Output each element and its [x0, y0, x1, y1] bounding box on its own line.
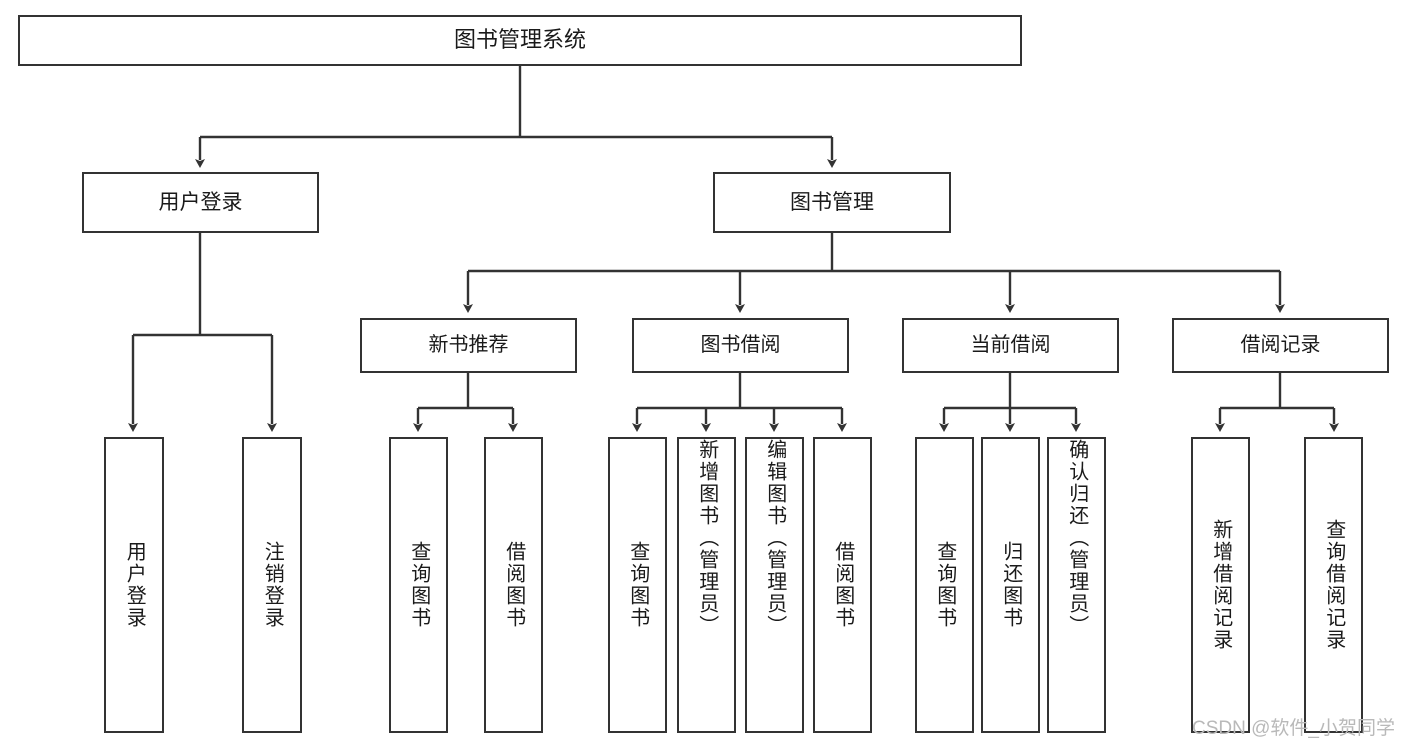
leaf-borrow-add-book-admin[interactable]: 新增图书（管理员）	[677, 437, 736, 733]
leaf-current-query-book[interactable]: 查询图书	[915, 437, 974, 733]
node-label: 查询图书	[407, 541, 430, 629]
node-label: 图书管理	[790, 190, 874, 214]
node-label: 借阅图书	[831, 541, 854, 629]
csdn-watermark: CSDN @软件_小贺同学	[1192, 718, 1395, 739]
node-label: 用户登录	[158, 190, 243, 214]
node-label: 图书管理系统	[453, 27, 586, 53]
node-label: 新书推荐	[428, 334, 509, 357]
node-label: 查询借阅记录	[1322, 519, 1345, 651]
node-label: 借阅记录	[1240, 334, 1321, 357]
leaf-current-confirm-return-admin[interactable]: 确认归还（管理员）	[1047, 437, 1106, 733]
leaf-borrow-edit-book-admin[interactable]: 编辑图书（管理员）	[745, 437, 804, 733]
node-label: 确认归还（管理员）	[1065, 439, 1088, 637]
node-label: 查询图书	[626, 541, 649, 629]
node-label: 归还图书	[999, 541, 1022, 629]
node-book-borrow[interactable]: 图书借阅	[632, 318, 849, 373]
node-label: 编辑图书（管理员）	[763, 439, 786, 637]
node-current-borrow[interactable]: 当前借阅	[902, 318, 1119, 373]
leaf-borrow-query-book[interactable]: 查询图书	[608, 437, 667, 733]
node-label: 图书借阅	[700, 334, 781, 357]
node-label: 查询图书	[933, 541, 956, 629]
leaf-record-add-record[interactable]: 新增借阅记录	[1191, 437, 1250, 733]
node-borrow-record[interactable]: 借阅记录	[1172, 318, 1389, 373]
leaf-borrow-borrow-book[interactable]: 借阅图书	[813, 437, 872, 733]
node-label: 借阅图书	[502, 541, 525, 629]
node-new-book-recommend[interactable]: 新书推荐	[360, 318, 577, 373]
node-user-login[interactable]: 用户登录	[82, 172, 319, 233]
node-label: 当前借阅	[970, 334, 1051, 357]
node-label: 用户登录	[123, 541, 146, 629]
leaf-user-login-signin[interactable]: 用户登录	[104, 437, 164, 733]
leaf-current-return-book[interactable]: 归还图书	[981, 437, 1040, 733]
leaf-recommend-query-book[interactable]: 查询图书	[389, 437, 448, 733]
leaf-user-login-signout[interactable]: 注销登录	[242, 437, 302, 733]
node-label: 新增图书（管理员）	[695, 439, 718, 637]
node-label: 注销登录	[261, 541, 284, 629]
node-root-system[interactable]: 图书管理系统	[18, 15, 1022, 66]
node-label: 新增借阅记录	[1209, 519, 1232, 651]
leaf-record-query-record[interactable]: 查询借阅记录	[1304, 437, 1363, 733]
leaf-recommend-borrow-book[interactable]: 借阅图书	[484, 437, 543, 733]
node-book-management[interactable]: 图书管理	[713, 172, 951, 233]
